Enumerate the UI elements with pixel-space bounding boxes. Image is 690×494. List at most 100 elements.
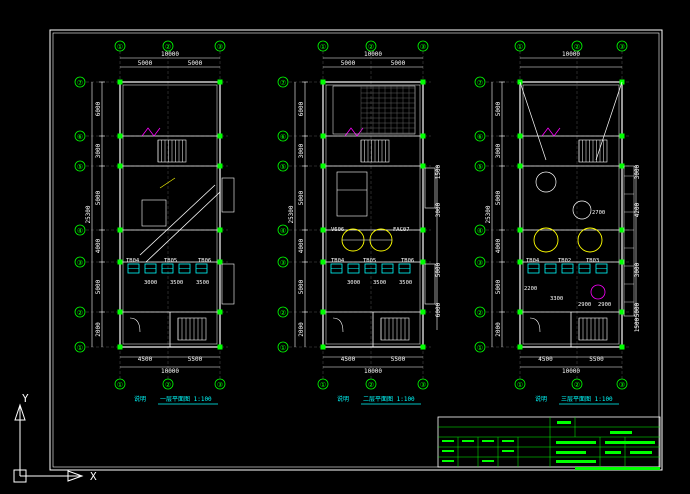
equipment-tag: TB04 [126,258,140,264]
axis-label-top: ③ [217,43,223,51]
door-symbol [344,127,364,137]
structural-column [320,259,326,265]
axis-bubble-side [474,130,486,142]
structural-column [619,309,625,315]
dimension-text-left: 2000 [298,322,305,337]
equipment-tag: TB04 [526,258,540,264]
structural-column [217,259,223,265]
dimension-text-bottom: 4500 [341,356,356,363]
machine-block [141,199,167,227]
axis-bubble-bottom [417,378,429,390]
title-block [437,416,661,470]
annex-block [424,167,436,209]
dimension-text-bottom: 4500 [138,356,153,363]
annex-block [424,263,436,305]
axis-label-side: ⑤ [477,163,483,171]
hopper-edge [595,81,623,161]
sheet-inner-border [52,32,660,468]
dimension-text-left: 5000 [495,279,502,294]
bin-outline [336,171,368,217]
dimension-text-left: 2000 [95,322,102,337]
plan-caption: 三层平面图 1:100 [561,396,613,403]
axis-label-side: ⑥ [477,133,483,141]
title-block-grid [438,417,660,467]
structural-column [517,163,523,169]
structural-column [320,79,326,85]
dimension-text-right: 5000 [634,302,641,317]
door-symbol [541,127,561,137]
axis-bubble-bottom [114,378,126,390]
axis-label-bottom: ③ [420,381,426,389]
structural-column [217,133,223,139]
dimension-text-right: 1500 [435,164,442,179]
dimension-text-left: 3000 [95,143,102,158]
annex-block [623,165,635,317]
structural-column [420,163,426,169]
axis-bubble-side [277,130,289,142]
title-block-entries [442,421,660,470]
axis-bubble-side [277,256,289,268]
structural-column [517,344,523,350]
plan-caption: 二层平面图 1:100 [363,396,415,403]
equipment-tag: TB04 [331,258,345,264]
stair-outline [360,139,390,163]
structural-column [420,309,426,315]
structural-column [217,227,223,233]
dimension-text-left: 5000 [95,279,102,294]
dimension-text-left: 6000 [298,101,305,116]
equipment-tag: 2700 [592,210,605,216]
stair-outline [177,317,207,341]
tank [577,227,603,253]
plan-caption: 一层平面图 1:100 [160,396,212,403]
axis-label-bottom: ① [517,381,523,389]
axis-label-top: ① [320,43,326,51]
structural-column [117,227,123,233]
dimension-text-top: 5000 [188,60,203,67]
dimension-text-bottom: 5500 [589,356,604,363]
plan-caption-prefix: 说明 [535,395,547,403]
axis-label-side: ③ [77,259,83,267]
door-swing [332,317,344,333]
axis-bubble-side [277,160,289,172]
axis-bubble-side [474,224,486,236]
annex-block [221,263,235,305]
structural-column [619,163,625,169]
structural-column [517,259,523,265]
dimension-text-left-total: 25300 [85,205,92,223]
axis-label-side: ⑦ [280,79,286,87]
axis-bubble-side [474,256,486,268]
dimension-text-left: 5000 [95,190,102,205]
structural-column [619,344,625,350]
dimension-text-top: 5000 [138,60,153,67]
structural-column [117,259,123,265]
axis-label-side: ⑦ [77,79,83,87]
dimension-text-left: 6000 [95,101,102,116]
dimension-text-bottom-total: 10000 [161,368,179,375]
equipment-tag: TB05 [164,258,177,264]
axis-label-side: ⑦ [477,79,483,87]
axis-bubble-bottom [317,378,329,390]
structural-column [420,344,426,350]
structural-column [420,133,426,139]
equipment-tag: 2900 [598,302,611,308]
dimension-text-right: 1500 [634,317,641,332]
equipment-tag: V606 [331,227,344,233]
axis-label-side: ⑥ [280,133,286,141]
door-swing [529,317,541,333]
axis-label-bottom: ③ [619,381,625,389]
axis-label-side: ① [477,344,483,352]
dimension-text-top-total: 10000 [161,51,179,58]
axis-bubble-bottom [162,378,174,390]
door-symbol [141,127,161,137]
axis-bubble-side [74,306,86,318]
dimension-text-right: 3000 [634,164,641,179]
hopper-edge [519,81,547,161]
dimension-text-left-total: 25300 [288,205,295,223]
equipment-tag: 2200 [524,286,537,292]
axis-bubble-side [74,160,86,172]
structural-column [217,309,223,315]
axis-label-bottom: ① [117,381,123,389]
